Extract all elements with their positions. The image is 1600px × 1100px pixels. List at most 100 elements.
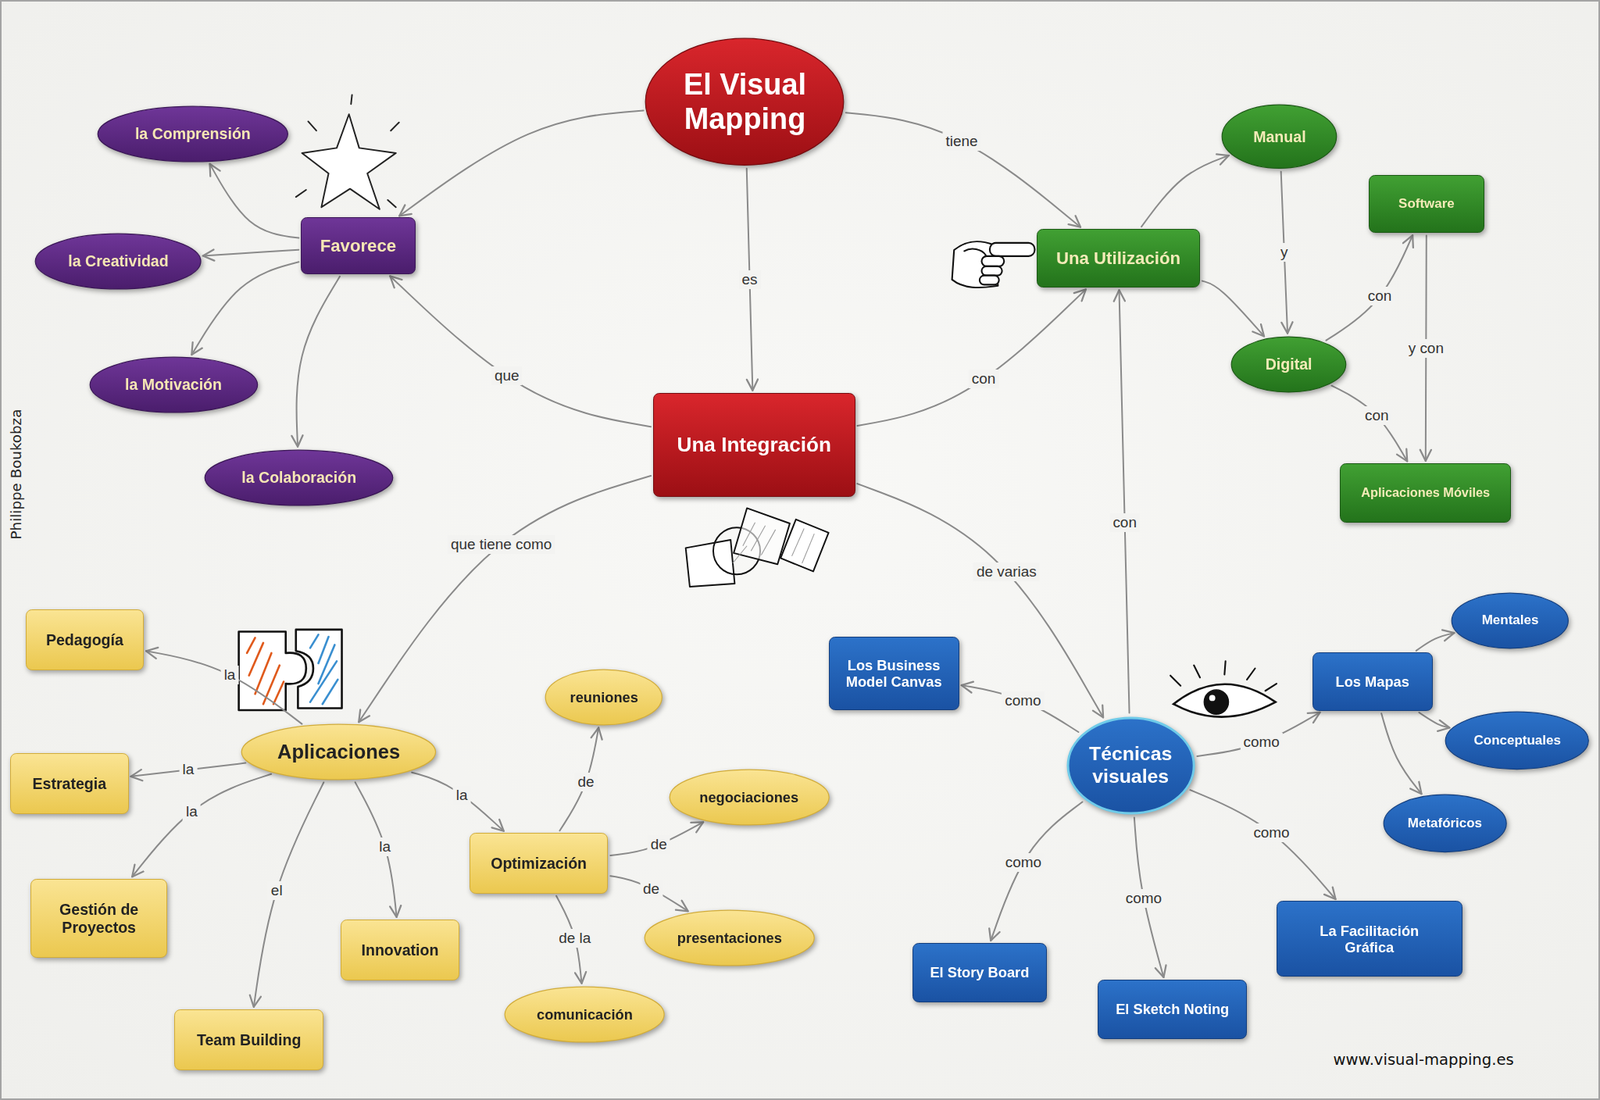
concept-box: Los Mapas [1312,652,1433,712]
ellipse-shape [646,39,845,166]
concept-box: Aplicaciones Móviles [1339,463,1511,523]
ellipse-shape [644,910,815,966]
concept-box: Optimización [469,832,609,894]
node-text: Pedagogía [46,631,124,650]
ellipse-shape [1222,104,1337,168]
node-text: Aplicaciones Móviles [1360,485,1490,500]
hand-thumb [964,249,986,256]
connector-arrow [857,289,1086,426]
connector-arrow [210,164,300,239]
ellipse-shape [504,986,665,1043]
sparkle-line [296,189,307,197]
hatch-line [318,636,329,664]
node-text: Team Building [196,1031,301,1050]
concept-ellipse: Mentales [1450,592,1570,650]
sketch-square [780,519,829,572]
hand-knuckle [979,275,1000,286]
node-text: El Visual Mapping [668,67,822,136]
concept-ellipse: Conceptuales [1444,710,1590,771]
author-credit: Philippe Boukobza [7,409,24,540]
ellipse-shape [669,769,829,825]
sparkle-line [390,122,399,131]
node-text: Favorece [320,235,397,257]
hatch-line [732,546,747,564]
hand-knuckle [981,266,1002,276]
concept-box: Team Building [174,1009,324,1071]
star-shape [302,114,397,209]
concept-ellipse: El Visual Mapping [644,37,845,167]
connector-arrow [1332,385,1408,462]
hatch-line [246,637,255,654]
eye-outline [1173,684,1276,718]
concept-box: Software [1368,175,1486,233]
ellipse-shape [1383,794,1507,852]
sparkle-line [387,200,396,208]
connector-arrow [1202,281,1265,337]
concept-ellipse: comunicación [503,985,665,1043]
concept-box: Gestión de Proyectos [30,878,168,959]
hatch-line [792,528,805,557]
node-text: Técnicas visuales [1079,742,1183,788]
connector-arrow [746,168,754,391]
eye-lash [1224,660,1225,675]
concept-ellipse: presentaciones [643,909,815,967]
website-note: www.visual-mapping.es [1332,1050,1514,1068]
connector-group [131,110,1455,1007]
connector-arrow [203,250,300,257]
connector-arrow [1118,289,1129,713]
hand-finger [989,242,1035,257]
eye-lash [1246,668,1255,680]
sketch-square [685,539,736,587]
node-text: Aplicaciones [277,740,400,764]
eye-pupil [1203,689,1229,715]
ellipse-shape [241,724,436,780]
ellipse-shape [35,233,202,290]
node-text: Optimización [490,854,587,873]
hatch-line [273,681,284,704]
sketch-hatching [732,522,815,564]
puzzle-sketch [239,629,343,711]
puzzle-hatching [310,634,338,704]
ellipse-shape [1067,717,1194,814]
hatch-line [255,653,272,694]
connector-arrow [1196,712,1320,757]
connector-arrow [846,112,1081,228]
node-text: negociaciones [699,789,799,806]
node-text: comunicación [536,1006,633,1023]
hatch-line [249,642,264,676]
eye-lash [1265,683,1277,691]
concept-box: Los Business Model Canvas [828,636,960,711]
hatch-line [310,634,318,648]
star-sketch [296,94,400,209]
eye-lash [1170,675,1181,686]
node-text: Conceptuales [1474,732,1561,749]
connector-arrow [1134,817,1165,978]
concept-ellipse: negociaciones [668,768,830,826]
node-text: Metafóricos [1407,815,1483,832]
connector-arrow [556,896,582,984]
ellipse-shape [97,106,288,162]
node-text: la Comprensión [135,125,251,143]
connector-arrow [1418,712,1450,728]
node-text: Los Mapas [1335,673,1410,690]
ellipse-shape [1446,712,1590,770]
node-text: Una Utilización [1056,248,1181,269]
concept-box: Favorece [300,217,415,275]
concept-ellipse: Aplicaciones [240,723,437,781]
ellipse-shape [204,450,393,506]
node-text: Los Business Model Canvas [835,657,953,690]
connector-arrow [355,782,397,917]
node-text: Una Integración [677,432,832,457]
hatch-line [742,522,756,547]
connector-arrow [1425,235,1427,461]
node-text: la Motivación [125,375,222,394]
ellipse-shape [1231,336,1346,393]
concept-box: Una Utilización [1036,228,1200,289]
node-text: El Sketch Noting [1115,1000,1229,1018]
concept-box: Estrategia [10,753,129,815]
node-text: La Facilitación Gráfica [1297,922,1441,956]
connector-arrow [399,110,643,216]
concept-ellipse: Digital [1230,335,1347,393]
concept-ellipse: Metafóricos [1382,793,1508,854]
